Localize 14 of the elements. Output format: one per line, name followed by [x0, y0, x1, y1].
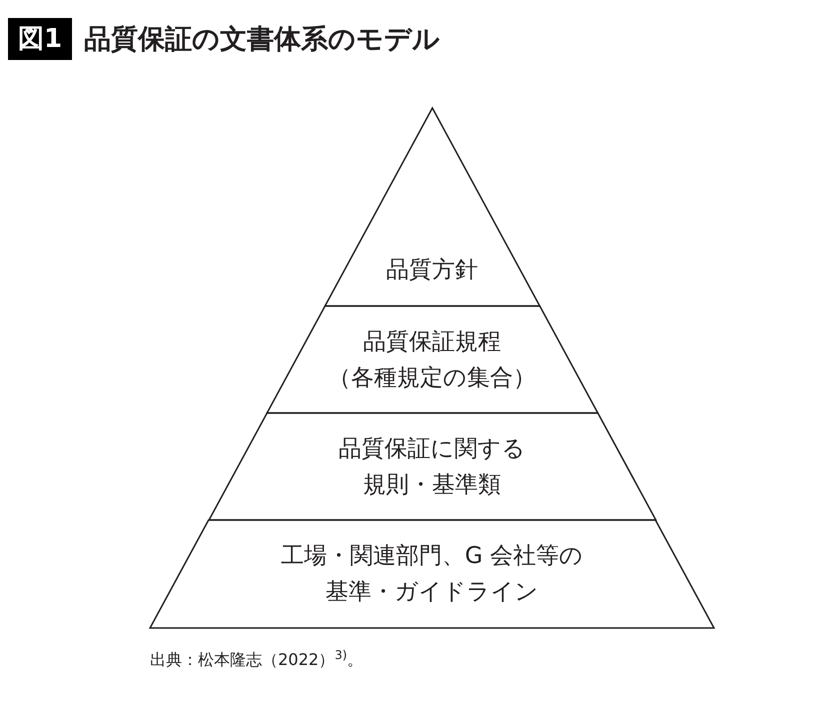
pyramid-tier: [150, 520, 714, 628]
tier-label: 工場・関連部門、G 会社等の: [280, 542, 584, 571]
tier-label: 規則・基準類: [362, 470, 501, 500]
pyramid-top-tier: [324, 108, 540, 306]
source-caption: 出典：松本隆志（2022）$^{3)}$。: [150, 648, 364, 671]
figure-number-tag: 図1: [8, 18, 72, 60]
diagram-title: 品質保証の文書体系のモデル: [84, 26, 440, 52]
tier-label: 品質保証規程: [362, 328, 501, 356]
tier-label: （各種規定の集合）: [328, 364, 536, 392]
pyramid-tier: [266, 306, 598, 413]
tier-label: 基準・ガイドライン: [326, 578, 538, 607]
tier-label: 品質保証に関する: [338, 434, 526, 464]
tier-label: 品質方針: [386, 256, 478, 285]
pyramid-tier: [208, 413, 656, 520]
